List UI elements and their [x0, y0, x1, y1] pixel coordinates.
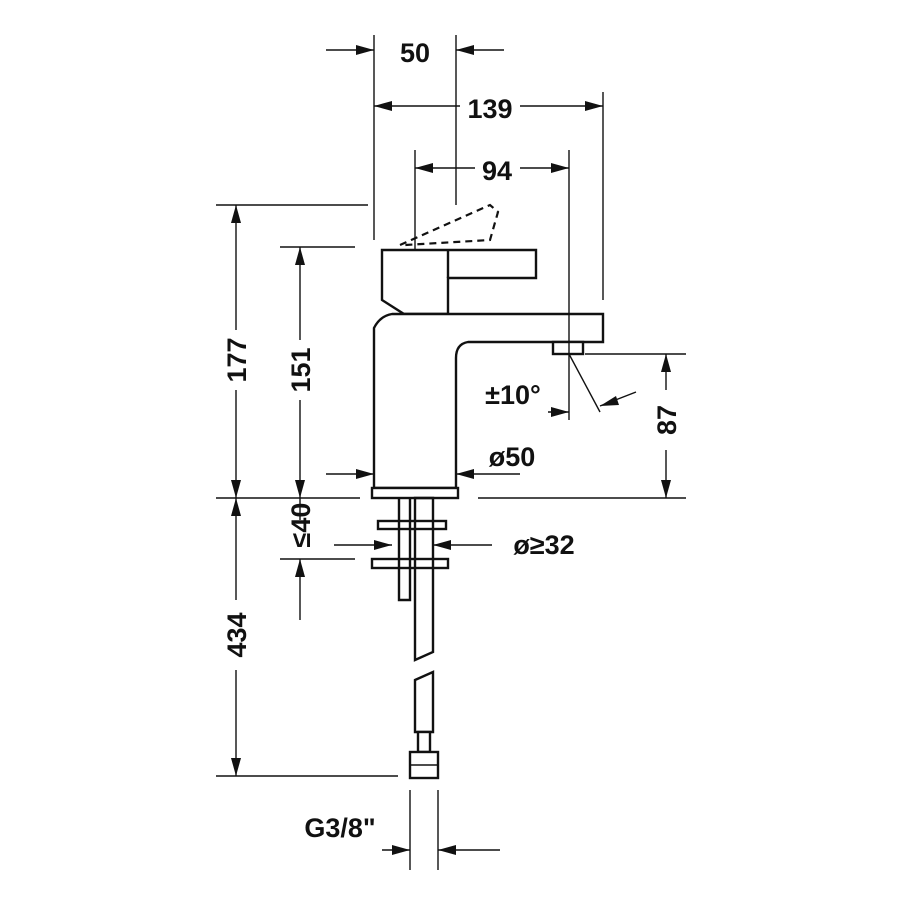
dim-top-width: 50	[400, 38, 430, 68]
threaded-rod	[397, 498, 412, 602]
faucet-outline	[370, 203, 605, 780]
lever-handle	[380, 248, 538, 316]
mounting-washer	[376, 519, 448, 531]
faucet-body	[372, 312, 605, 490]
dim-max-thickness: ≤40	[286, 503, 316, 548]
raised-lever-outline	[399, 203, 500, 247]
supply-hose-lower	[413, 670, 435, 734]
supply-hose-upper	[413, 496, 435, 662]
dim-spout-angle: ±10°	[485, 380, 541, 410]
hose-ferrule	[416, 730, 432, 754]
dim-spout-reach: 94	[482, 156, 512, 186]
base-plate	[370, 486, 460, 500]
dim-spout-height: 151	[286, 347, 316, 392]
dimension-lines	[216, 35, 686, 870]
dim-total-height: 177	[222, 337, 252, 382]
dim-outlet-height: 87	[652, 405, 682, 435]
dim-base-diameter: ø50	[489, 442, 536, 472]
dim-hose-length: 434	[222, 612, 252, 657]
dim-hole-diameter: ø≥32	[513, 530, 574, 560]
dim-connection-thread: G3/8"	[304, 813, 375, 843]
aerator	[551, 340, 585, 356]
dim-overall-reach: 139	[467, 94, 512, 124]
